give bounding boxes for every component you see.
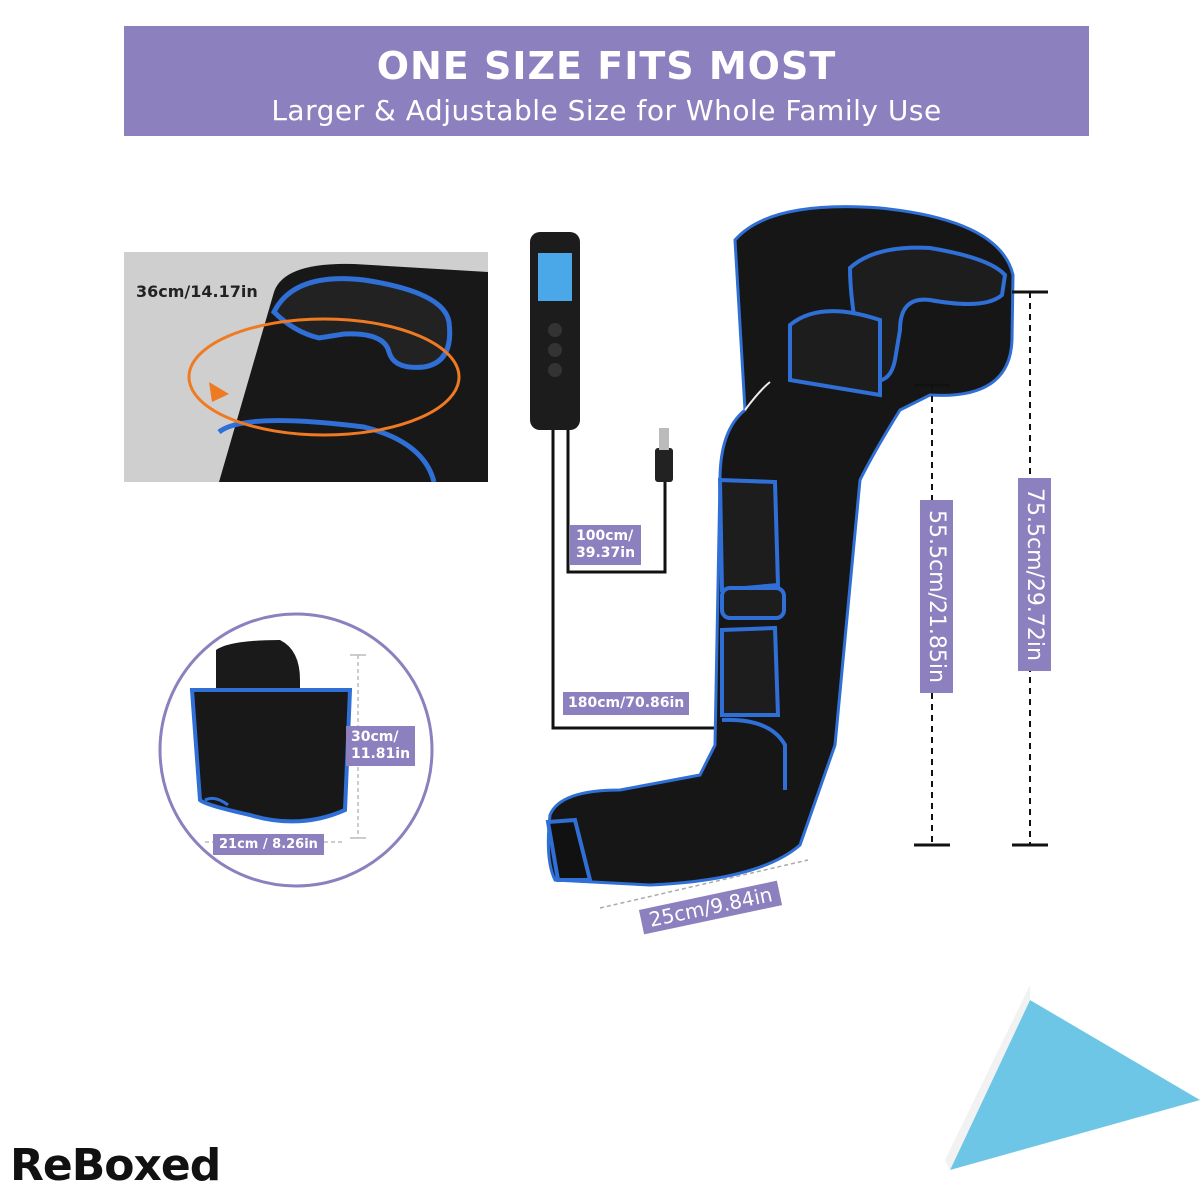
usb-cable-length-tag: 100cm/ 39.37in [570,525,642,565]
controller-cable-length-tag: 180cm/70.86in [563,692,690,715]
header-banner: ONE SIZE FITS MOST Larger & Adjustable S… [124,26,1089,136]
controller-screen [538,253,572,301]
thigh-circumference-label: 36cm/14.17in [136,282,258,301]
banner-subtitle: Larger & Adjustable Size for Whole Famil… [271,94,942,127]
calf-length-tag: 55.5cm/21.85in [919,500,953,693]
usb-cable-length-line2: 39.37in [576,545,636,561]
usb-cable-length-line1: 100cm/ [576,528,634,544]
thigh-wrap-closeup-image: 36cm/14.17in [124,252,488,482]
total-length-tag: 75.5cm/29.72in [1017,478,1051,671]
foot-height-line2: 11.81in [351,746,411,762]
leg-wrap [546,205,1015,887]
foot-height-tag: 30cm/ 11.81in [346,726,416,766]
foot-height-line1: 30cm/ [351,729,399,745]
foot-width-tag: 21cm / 8.26in [213,834,324,855]
banner-title: ONE SIZE FITS MOST [376,44,837,88]
reboxed-logo: ReBoxed [10,1140,221,1191]
